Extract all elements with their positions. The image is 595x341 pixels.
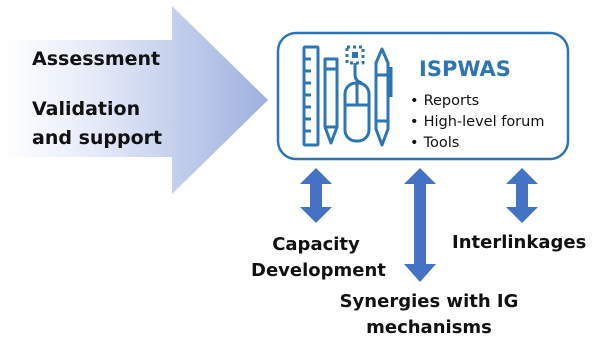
synergies-connector-arrow bbox=[404, 168, 436, 282]
input-arrow bbox=[0, 6, 268, 194]
tools-ruler-pencil-mouse-icon bbox=[302, 45, 393, 147]
interlinkages-connector-arrow bbox=[506, 168, 538, 223]
capacity-connector-arrow bbox=[300, 168, 332, 223]
ispwas-item: High-level forum bbox=[410, 112, 545, 133]
interlinkages-label: Interlinkages bbox=[452, 232, 587, 253]
ispwas-item: Tools bbox=[410, 133, 544, 154]
capacity-development-label: Capacity Development bbox=[251, 234, 386, 281]
ispwas-items-list: Reports High-level forum Tools bbox=[410, 91, 545, 154]
synergies-label: Synergies with IG mechanisms bbox=[339, 291, 519, 338]
ispwas-title: ISPWAS bbox=[419, 57, 511, 81]
ispwas-item: Reports bbox=[410, 91, 544, 112]
assessment-label: Assessment bbox=[32, 48, 161, 70]
validation-support-label: Validation and support bbox=[32, 98, 163, 149]
